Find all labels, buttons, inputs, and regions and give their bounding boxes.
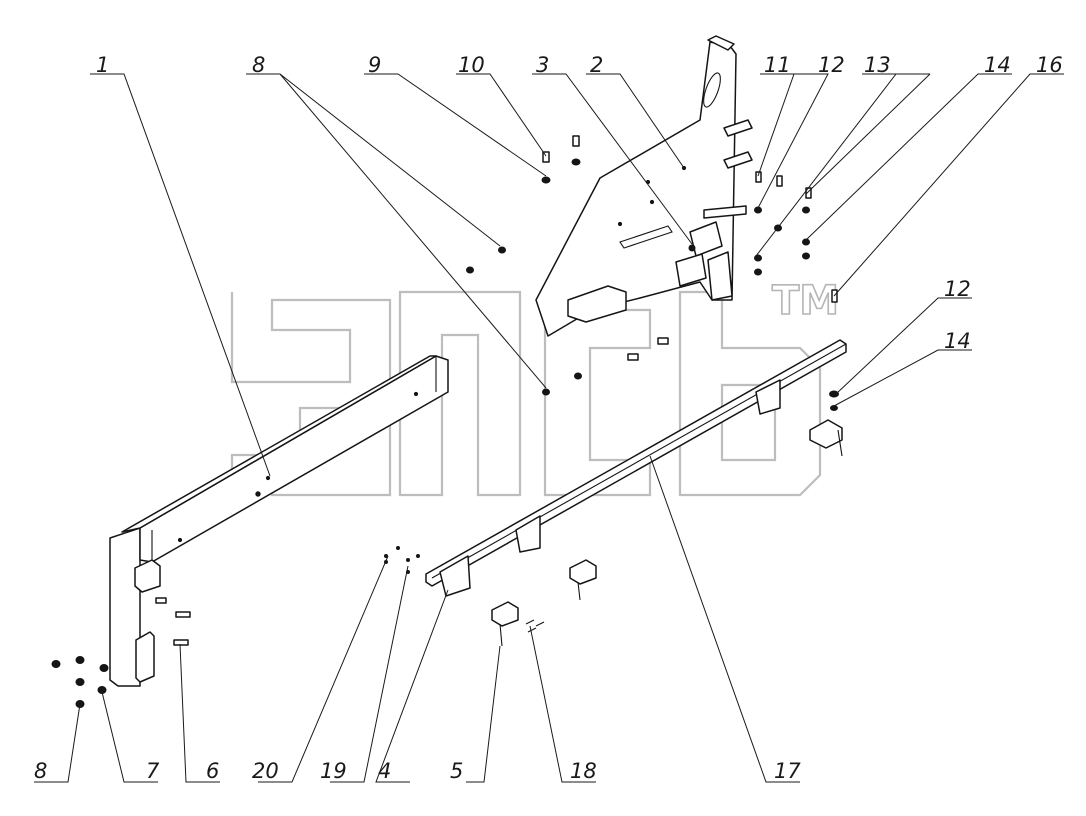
leader-lines: [34, 73, 1064, 783]
rail-part-17: [425, 339, 847, 597]
callout-11: 11: [764, 53, 791, 77]
callout-19: 19: [320, 759, 347, 783]
callout-17: 17: [774, 759, 801, 783]
callout-18: 18: [570, 759, 597, 783]
plate-part-2: [535, 35, 753, 337]
callout-labels: 1 8 9 10 3 2 11 12 13 14 16 12 14 8 7 6 …: [34, 53, 1063, 783]
callout-8-top: 8: [252, 53, 265, 77]
callout-14-top: 14: [984, 53, 1011, 77]
beam-part-1: [109, 355, 449, 687]
callout-4: 4: [378, 759, 391, 783]
callout-2: 2: [590, 53, 603, 77]
callout-16: 16: [1036, 53, 1063, 77]
callout-3: 3: [536, 53, 549, 77]
callout-12-right: 12: [944, 277, 971, 301]
clamp-part-5: [491, 559, 597, 647]
callout-14-right: 14: [944, 329, 971, 353]
callout-10: 10: [458, 53, 485, 77]
fasteners: [51, 135, 838, 708]
callout-12-top: 12: [818, 53, 845, 77]
callout-9: 9: [368, 53, 381, 77]
callout-8-bottom: 8: [34, 759, 47, 783]
callout-13: 13: [864, 53, 891, 77]
callout-20: 20: [252, 759, 279, 783]
watermark-logo: ТМ: [230, 277, 840, 497]
watermark-tm: ТМ: [772, 278, 839, 324]
callout-5: 5: [450, 759, 463, 783]
clamp-part-right: [809, 390, 843, 457]
callout-6: 6: [206, 759, 219, 783]
callout-1: 1: [96, 53, 109, 77]
callout-7: 7: [146, 759, 160, 783]
